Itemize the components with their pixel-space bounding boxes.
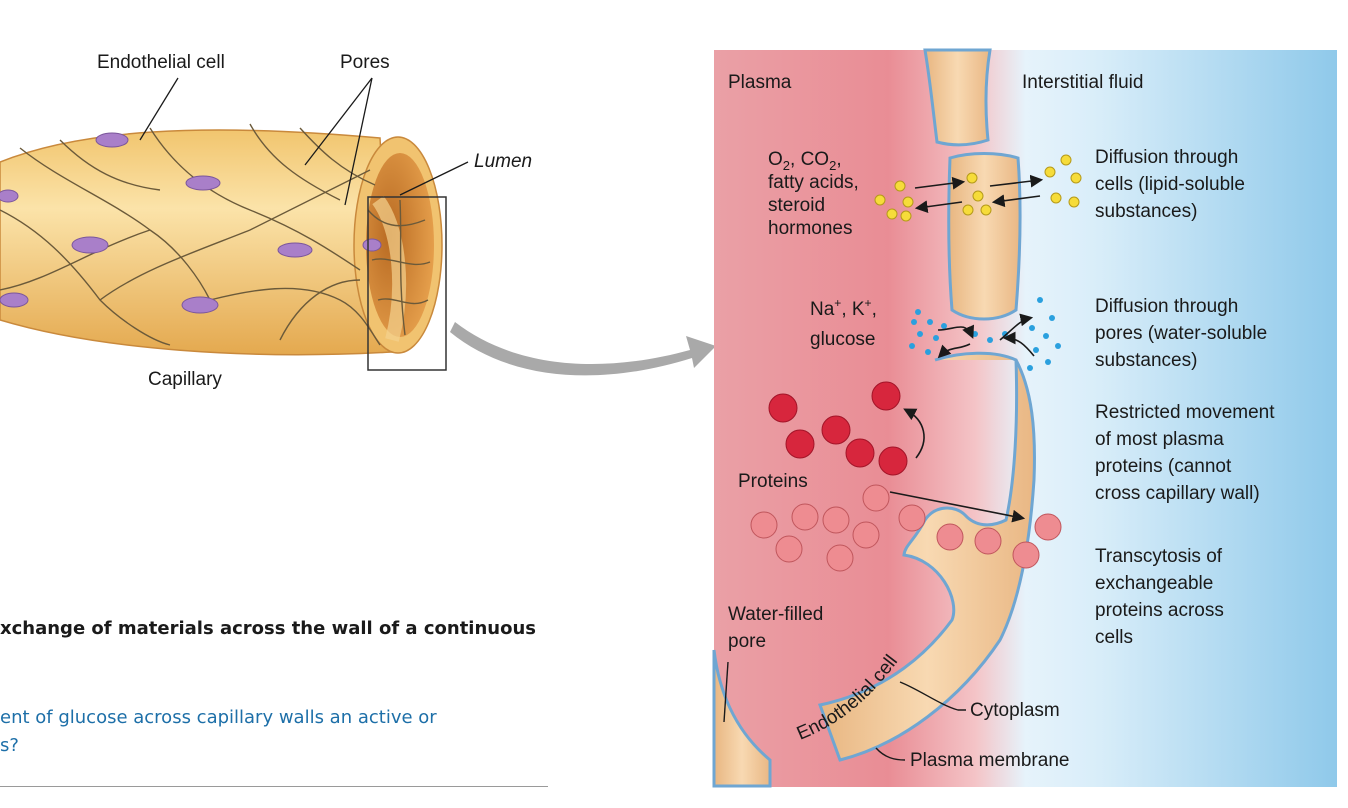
plasma-proteins-restricted — [768, 381, 908, 476]
svg-text:pores (water-soluble: pores (water-soluble — [1095, 323, 1267, 344]
label-fatty-acids: fatty acids, — [768, 172, 859, 193]
svg-text:cells (lipid-soluble: cells (lipid-soluble — [1095, 174, 1245, 195]
svg-text:substances): substances) — [1095, 350, 1197, 371]
cell-borders — [0, 123, 431, 346]
svg-text:Restricted movement: Restricted movement — [1095, 402, 1275, 423]
zoom-box — [367, 196, 447, 371]
svg-text:exchangeable: exchangeable — [1095, 573, 1213, 594]
svg-text:cells: cells — [1095, 627, 1133, 648]
label-plasma-membrane: Plasma membrane — [910, 750, 1069, 771]
label-interstitial-fluid: Interstitial fluid — [1022, 72, 1143, 93]
label-ions: Na+, K+, — [810, 296, 877, 320]
label-hormones: hormones — [768, 218, 853, 239]
divider-rule — [0, 786, 548, 787]
svg-text:cross capillary wall): cross capillary wall) — [1095, 483, 1260, 504]
label-plasma: Plasma — [728, 72, 792, 93]
figure-caption: xchange of materials across the wall of … — [0, 618, 536, 639]
right-leader-lines — [723, 661, 966, 761]
lipid-arrows — [914, 174, 1044, 214]
label-pore: pore — [728, 631, 766, 652]
description-transcytosis: Transcytosis of exchangeable proteins ac… — [1095, 546, 1224, 648]
svg-text:of most plasma: of most plasma — [1095, 429, 1224, 450]
lipid-molecules — [874, 154, 1082, 222]
label-proteins: Proteins — [738, 471, 808, 492]
description-lipid: Diffusion through cells (lipid-soluble s… — [1095, 147, 1245, 222]
plasma-proteins-exchangeable — [750, 484, 1062, 572]
transcytosis-arrow — [889, 491, 1026, 523]
description-restricted: Restricted movement of most plasma prote… — [1095, 402, 1275, 504]
label-capillary: Capillary — [148, 369, 222, 390]
ion-arrows — [937, 313, 1035, 359]
label-cytoplasm: Cytoplasm — [970, 700, 1060, 721]
zoom-arrow — [450, 322, 716, 376]
label-lumen: Lumen — [474, 151, 532, 172]
question-line-1: ent of glucose across capillary walls an… — [0, 707, 437, 728]
label-glucose: glucose — [810, 329, 876, 350]
label-pores: Pores — [340, 52, 390, 73]
svg-text:Diffusion through: Diffusion through — [1095, 147, 1238, 168]
question-line-2: s? — [0, 735, 19, 756]
figure-question: ent of glucose across capillary walls an… — [0, 704, 560, 760]
endothelial-nuclei — [0, 132, 382, 314]
svg-text:Diffusion through: Diffusion through — [1095, 296, 1238, 317]
left-leader-lines — [139, 77, 469, 206]
svg-text:proteins (cannot: proteins (cannot — [1095, 456, 1232, 477]
svg-text:Transcytosis of: Transcytosis of — [1095, 546, 1223, 567]
label-water-filled: Water-filled — [728, 604, 823, 625]
svg-text:proteins across: proteins across — [1095, 600, 1224, 621]
label-gases: O2, CO2, — [768, 149, 842, 173]
label-endothelial-cell: Endothelial cell — [97, 52, 225, 73]
label-steroid: steroid — [768, 195, 825, 216]
ion-particles — [909, 297, 1061, 371]
restricted-arrow — [903, 408, 925, 459]
svg-text:substances): substances) — [1095, 201, 1197, 222]
description-water: Diffusion through pores (water-soluble s… — [1095, 296, 1267, 371]
